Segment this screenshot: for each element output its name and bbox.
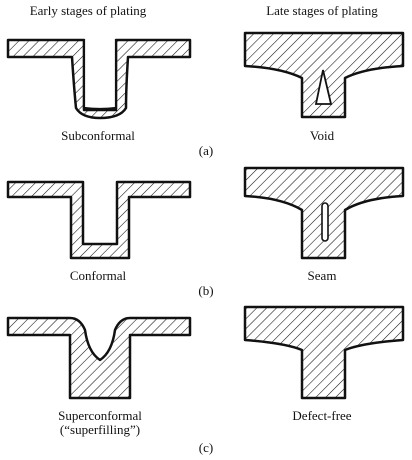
header-early-stages: Early stages of plating [29, 3, 147, 18]
label-defect-free: Defect-free [292, 408, 352, 423]
panel-label-c: (c) [198, 440, 214, 455]
seam-gap [321, 202, 329, 242]
label-subconformal: Subconformal [61, 128, 135, 143]
defect-free-feature [243, 305, 405, 400]
label-superfilling: (“superfilling”) [59, 422, 141, 437]
label-seam: Seam [307, 268, 337, 283]
label-void: Void [309, 128, 335, 143]
superconformal-trench [6, 316, 192, 400]
label-superconformal: Superconformal [58, 408, 142, 423]
label-conformal: Conformal [69, 268, 127, 283]
seam-feature [243, 166, 405, 260]
header-late-stages: Late stages of plating [266, 3, 378, 18]
void-cavity [314, 69, 333, 105]
subconformal-trench [6, 38, 192, 120]
panel-label-b: (b) [198, 283, 214, 298]
conformal-trench [6, 180, 192, 260]
panel-label-a: (a) [198, 143, 214, 158]
void-feature [243, 31, 405, 119]
